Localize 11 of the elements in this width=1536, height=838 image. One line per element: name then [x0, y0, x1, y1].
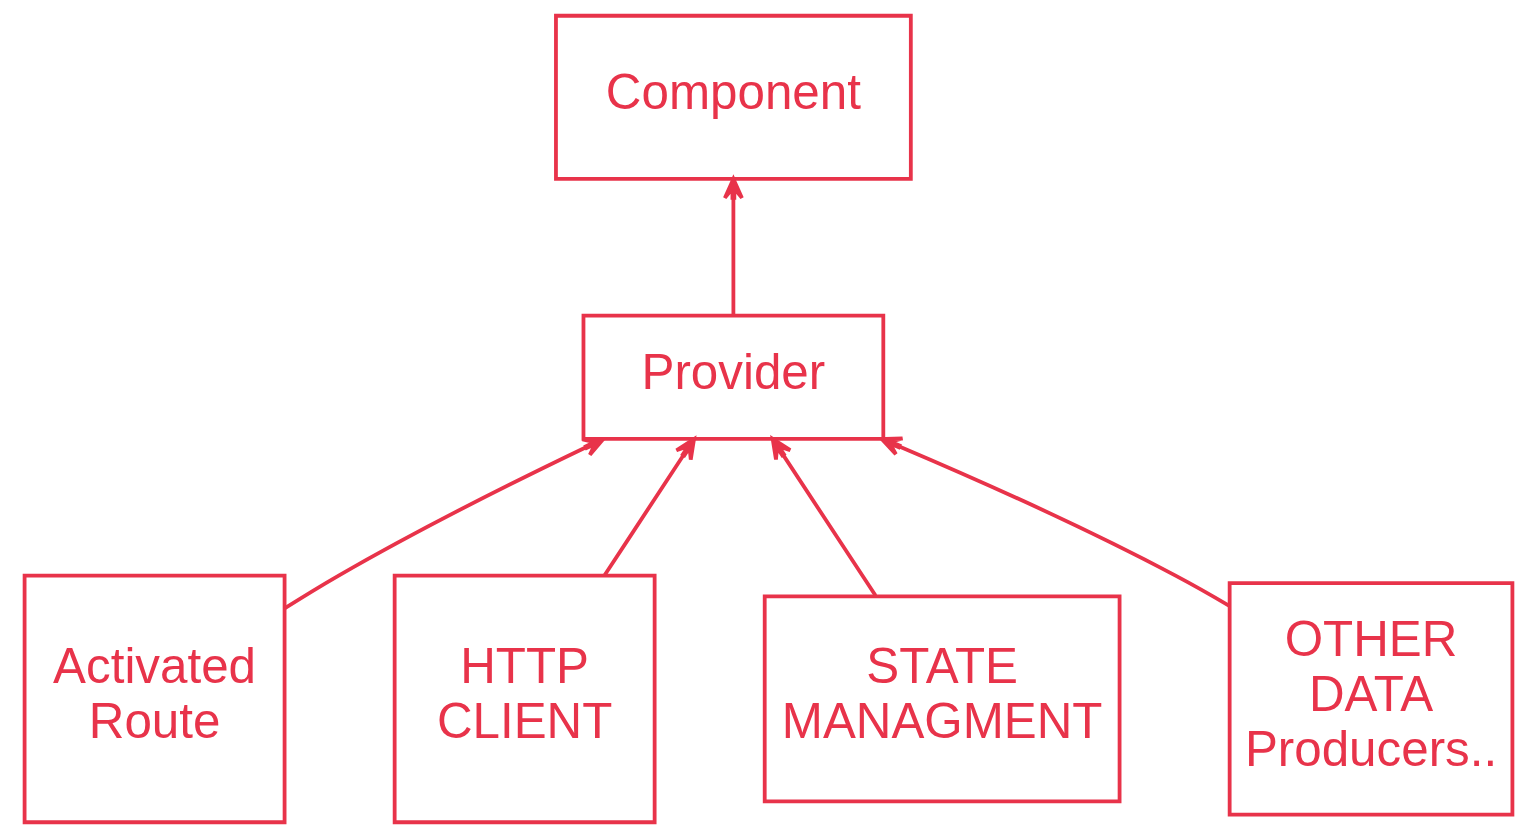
node-box: STATE MANAGMENT — [762, 594, 1121, 804]
arrow — [879, 436, 1230, 608]
node-box: OTHER DATA Producers.. — [1227, 581, 1514, 817]
node-box: Activated Route — [22, 573, 286, 825]
arrow — [722, 177, 744, 316]
arrow — [283, 437, 605, 611]
arrow — [770, 437, 877, 597]
node-box: Component — [553, 13, 913, 181]
node-box: Provider — [581, 313, 885, 441]
arrow — [602, 437, 696, 577]
node-box: HTTP CLIENT — [392, 573, 657, 825]
